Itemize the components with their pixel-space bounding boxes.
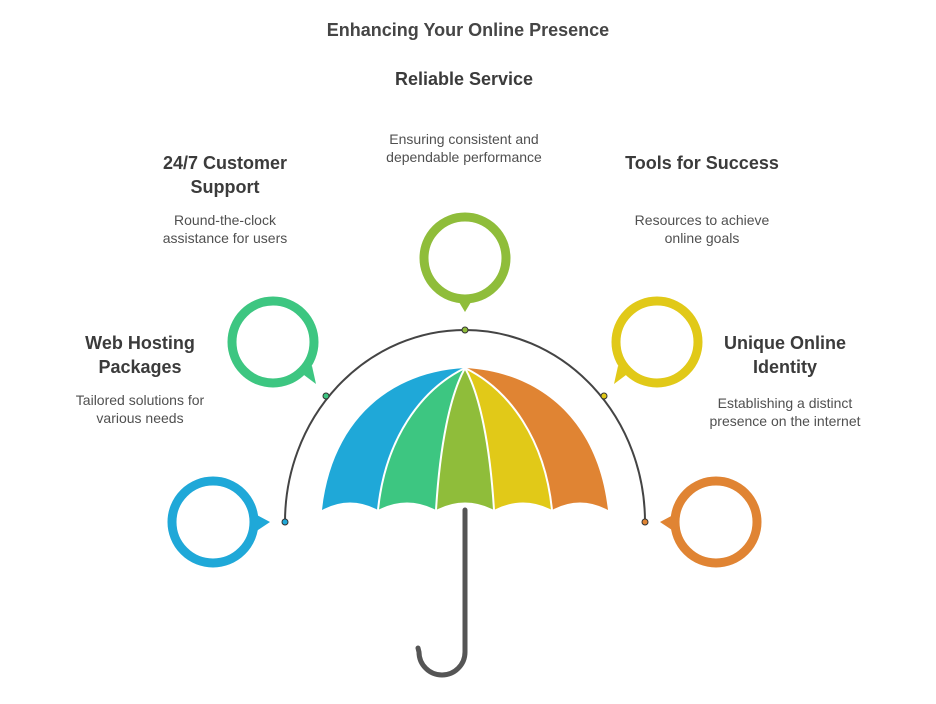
item-title-customer-support: 24/7 Customer Support bbox=[162, 153, 288, 197]
canopy-panel-green bbox=[378, 368, 465, 510]
item-desc-tools-for-success: Resources to achieve online goals bbox=[634, 212, 770, 246]
item-title-web-hosting: Web Hosting Packages bbox=[85, 333, 195, 377]
speech-bubble-icon bbox=[167, 476, 270, 568]
speech-bubble-icon bbox=[611, 296, 703, 388]
connector-dot bbox=[461, 326, 469, 334]
connector-dot bbox=[641, 518, 649, 526]
connector-dot bbox=[281, 518, 289, 526]
item-desc-unique-identity: Establishing a distinct presence on the … bbox=[709, 395, 861, 429]
item-title-tools-for-success: Tools for Success bbox=[625, 153, 779, 173]
item-title-reliable-service: Reliable Service bbox=[394, 69, 534, 89]
canopy-panel-blue bbox=[322, 368, 465, 510]
item-desc-web-hosting: Tailored solutions for various needs bbox=[75, 392, 205, 426]
speech-bubble-icon bbox=[227, 296, 319, 388]
canopy-seams bbox=[377, 367, 553, 511]
item-title-unique-identity: Unique Online Identity bbox=[723, 333, 846, 377]
speech-bubble-icon bbox=[419, 212, 511, 312]
umbrella-handle bbox=[415, 507, 468, 678]
connector-dot bbox=[600, 392, 608, 400]
canopy-panel-lime bbox=[436, 368, 494, 510]
item-desc-reliable-service: Ensuring consistent and dependable perfo… bbox=[386, 131, 542, 165]
item-desc-customer-support: Round-the-clock assistance for users bbox=[162, 212, 288, 246]
speech-bubble-icon bbox=[660, 476, 762, 568]
diagram-title: Enhancing Your Online Presence bbox=[326, 20, 610, 40]
canopy-panel-yellow bbox=[465, 368, 552, 510]
canopy-panel-orange bbox=[465, 368, 608, 510]
connector-dot bbox=[322, 392, 330, 400]
